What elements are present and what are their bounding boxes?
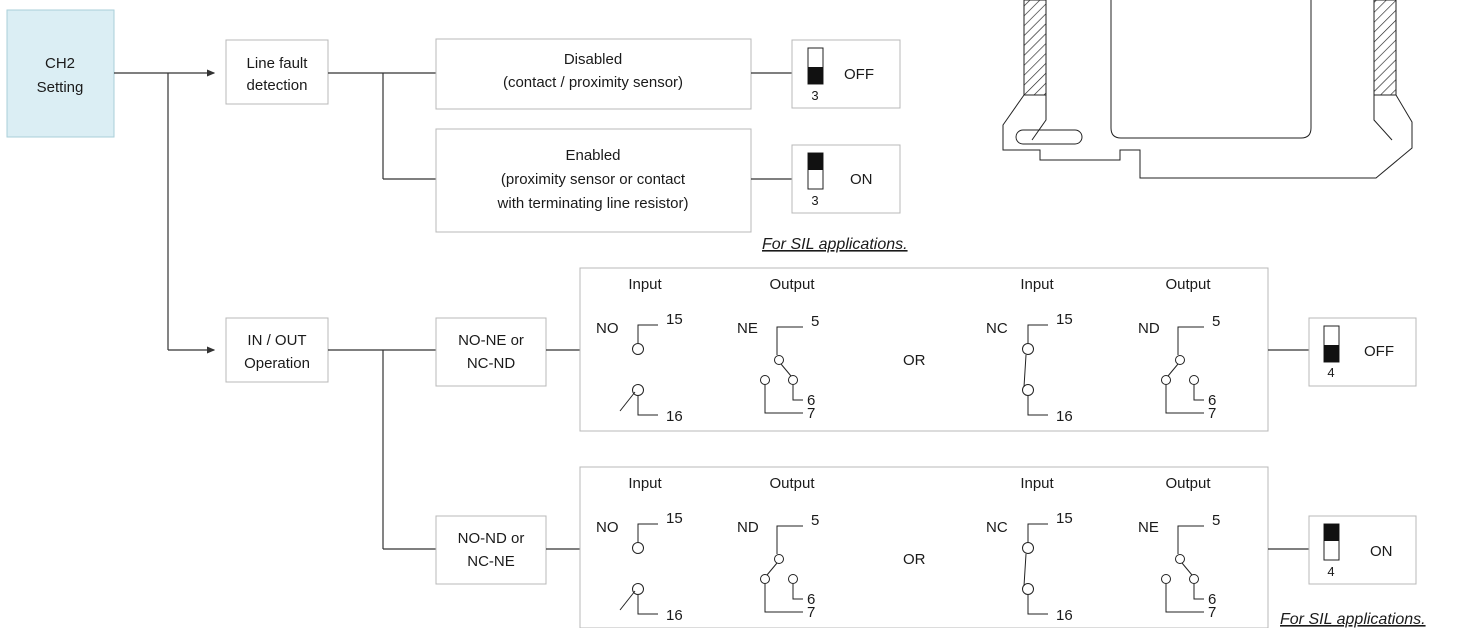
contacts-row1-output-contact-2-t7: 7 bbox=[1208, 405, 1216, 422]
contacts-row1-output-header-1: Output bbox=[769, 276, 815, 293]
line-fault-label1: Line fault bbox=[247, 55, 309, 72]
mode-a-box bbox=[435, 317, 547, 387]
dip-switch-4-off: 4 OFF bbox=[1308, 317, 1417, 387]
contacts-row1-or: OR bbox=[903, 352, 926, 369]
contacts-row2-input-contact-2-t16: 16 bbox=[1056, 607, 1073, 624]
dip-switch-3-off: 3 OFF bbox=[791, 39, 901, 109]
contacts-row2-input-contact-1: NO 15 16 bbox=[596, 510, 683, 624]
dip-4-on-label: ON bbox=[1370, 543, 1393, 560]
contacts-row2-output-contact-2: NE 5 67 bbox=[1138, 512, 1220, 621]
contact-diagram-row2 bbox=[579, 466, 1269, 628]
contacts-row2-output-header-2: Output bbox=[1165, 475, 1211, 492]
disabled-title: Disabled bbox=[564, 51, 622, 68]
contacts-row2-or: OR bbox=[903, 551, 926, 568]
mode-b-box bbox=[435, 515, 547, 585]
contacts-row1-output-contact-2-t6: 6 bbox=[1208, 392, 1216, 409]
contacts-row1-output-contact-2: ND 5 67 bbox=[1138, 313, 1220, 422]
contacts-row1-input-contact-1: NO 15 16 bbox=[596, 311, 683, 425]
contacts-row2-input-contact-1-label: NO bbox=[596, 519, 619, 536]
contacts-row2-output-contact-1-label: ND bbox=[737, 519, 759, 536]
contacts-row1-input-header-2: Input bbox=[1020, 276, 1054, 293]
mode-a-line2: NC-ND bbox=[467, 355, 515, 372]
module-outline bbox=[1002, 0, 1413, 179]
disabled-desc: (contact / proximity sensor) bbox=[503, 74, 683, 91]
contacts-row1-input-header-1: Input bbox=[628, 276, 662, 293]
dip-switch-3-on: 3 ON bbox=[791, 144, 901, 214]
dip-3-number: 3 bbox=[811, 88, 818, 103]
contacts-row2-output-contact-2-t6: 6 bbox=[1208, 591, 1216, 608]
contacts-row1-output-contact-1-label: NE bbox=[737, 320, 758, 337]
contacts-row1-input-contact-2: NC 15 16 bbox=[986, 311, 1073, 425]
contacts-row2-input-header-2: Input bbox=[1020, 475, 1054, 492]
inout-operation-box bbox=[225, 317, 329, 383]
ch2-label-line2: Setting bbox=[37, 79, 84, 96]
inout-label1: IN / OUT bbox=[247, 332, 306, 349]
disabled-option-box bbox=[435, 38, 752, 110]
contacts-row2-output-contact-1: ND 5 67 bbox=[737, 512, 819, 621]
contacts-row2-input-contact-1-t16: 16 bbox=[666, 607, 683, 624]
contacts-row2-input-contact-2-t15: 15 bbox=[1056, 510, 1073, 527]
contacts-row2-output-contact-2-t7: 7 bbox=[1208, 604, 1216, 621]
enabled-desc2: with terminating line resistor) bbox=[497, 195, 689, 212]
contacts-row2-output-contact-1-t5: 5 bbox=[811, 512, 819, 529]
contacts-row1-input-contact-2-t16: 16 bbox=[1056, 408, 1073, 425]
contact-diagram-row1 bbox=[579, 267, 1269, 432]
contacts-row2-output-contact-2-label: NE bbox=[1138, 519, 1159, 536]
line-fault-detection-box bbox=[225, 39, 329, 105]
contacts-row2-input-contact-2: NC 15 16 bbox=[986, 510, 1073, 624]
contacts-row1-input-contact-2-t15: 15 bbox=[1056, 311, 1073, 328]
mode-b-line1: NO-ND or bbox=[458, 530, 525, 547]
inout-label2: Operation bbox=[244, 355, 310, 372]
dip-3-on-label: ON bbox=[850, 171, 873, 188]
contacts-row1-output-header-2: Output bbox=[1165, 276, 1211, 293]
sil-note-line-fault: For SIL applications. bbox=[762, 236, 908, 253]
contacts-row2-input-contact-1-t15: 15 bbox=[666, 510, 683, 527]
contacts-row2-output-contact-2-t5: 5 bbox=[1212, 512, 1220, 529]
contacts-row2-input-header-1: Input bbox=[628, 475, 662, 492]
contacts-row1-output-contact-1-t6: 6 bbox=[807, 392, 815, 409]
dip-4-number-on: 4 bbox=[1327, 564, 1334, 579]
contacts-row1-output-contact-2-t5: 5 bbox=[1212, 313, 1220, 330]
enabled-desc1: (proximity sensor or contact bbox=[501, 171, 686, 188]
contacts-row1-input-contact-1-label: NO bbox=[596, 320, 619, 337]
contacts-row1-input-contact-1-t16: 16 bbox=[666, 408, 683, 425]
mode-b-line2: NC-NE bbox=[467, 553, 515, 570]
enabled-title: Enabled bbox=[565, 147, 620, 164]
enabled-option-box bbox=[435, 128, 752, 233]
mode-a-line1: NO-NE or bbox=[458, 332, 524, 349]
contacts-row1-output-contact-1: NE 5 67 bbox=[737, 313, 819, 422]
dip-4-number: 4 bbox=[1327, 365, 1334, 380]
contacts-row2-input-contact-2-label: NC bbox=[986, 519, 1008, 536]
contacts-row1-input-contact-1-t15: 15 bbox=[666, 311, 683, 328]
ch2-setting-box bbox=[6, 9, 115, 138]
line-fault-label2: detection bbox=[247, 77, 308, 94]
dip-3-off-label: OFF bbox=[844, 66, 874, 83]
contacts-row2-output-contact-1-t6: 6 bbox=[807, 591, 815, 608]
contacts-row2-output-header-1: Output bbox=[769, 475, 815, 492]
dip-4-off-label: OFF bbox=[1364, 343, 1394, 360]
dip-3-number-on: 3 bbox=[811, 193, 818, 208]
contacts-row1-input-contact-2-label: NC bbox=[986, 320, 1008, 337]
contacts-row1-output-contact-2-label: ND bbox=[1138, 320, 1160, 337]
ch2-label-line1: CH2 bbox=[45, 55, 75, 72]
dip-switch-4-on: 4 ON bbox=[1308, 515, 1417, 585]
sil-note-inout: For SIL applications. bbox=[1280, 611, 1426, 628]
contacts-row2-output-contact-1-t7: 7 bbox=[807, 604, 815, 621]
contacts-row1-output-contact-1-t5: 5 bbox=[811, 313, 819, 330]
contacts-row1-output-contact-1-t7: 7 bbox=[807, 405, 815, 422]
